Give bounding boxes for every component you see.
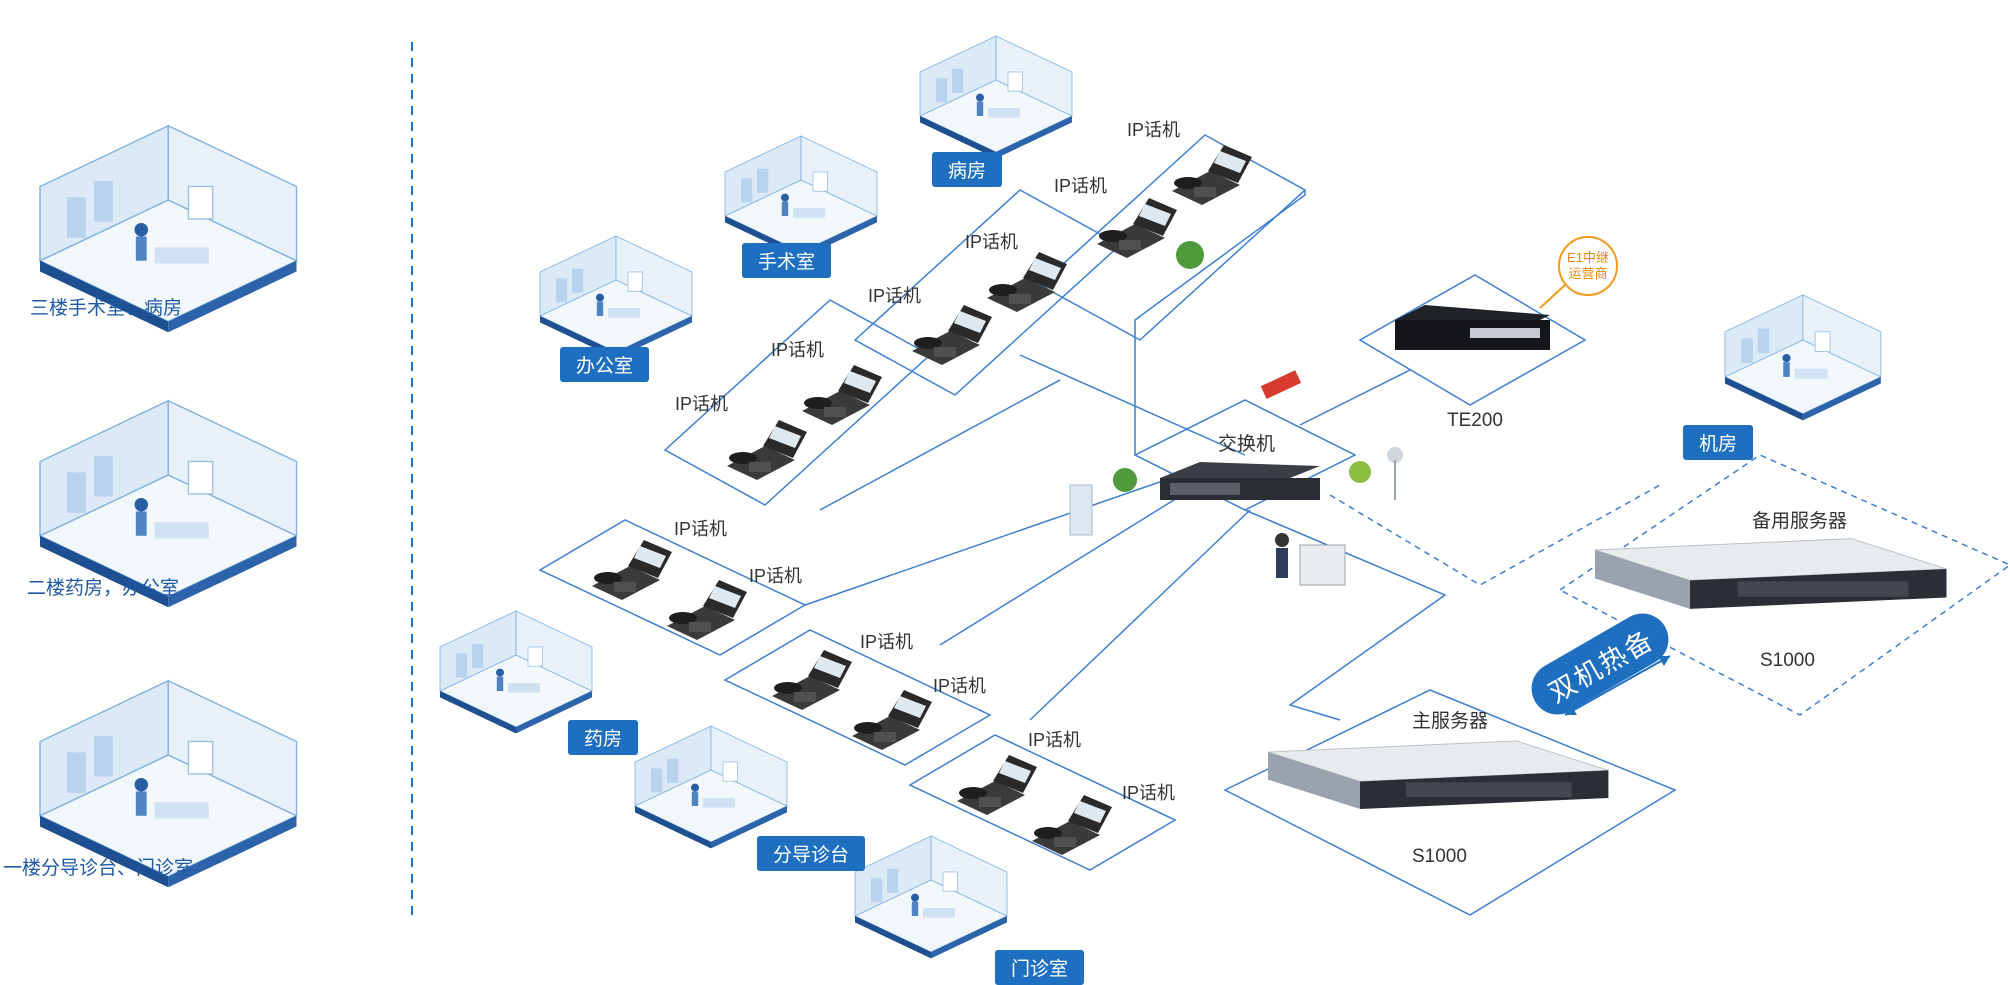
link-office: [819, 379, 1061, 511]
clinic-illustration: [854, 835, 1008, 959]
link-gateway: [1299, 369, 1411, 426]
phone-label: IP话机: [674, 519, 728, 539]
link-surgery: [1019, 354, 1246, 456]
ward-illustration: [919, 35, 1073, 159]
phone-label: IP话机: [1127, 120, 1181, 140]
room-tag-pharmacy: 药房: [568, 720, 639, 755]
link-ward: [1134, 190, 1306, 455]
phone-label: IP话机: [965, 232, 1019, 252]
switch-icon: [1160, 462, 1320, 500]
plant-icon: [1113, 468, 1137, 492]
phone-label: IP话机: [675, 394, 729, 414]
e1-trunk-label: E1中继: [1567, 250, 1609, 265]
room-tag-clinic: 门诊室: [995, 950, 1085, 985]
room-tag-ward: 病房: [932, 152, 1003, 187]
floor3-label: 三楼手术室、病房: [30, 298, 183, 319]
room-tag-triage: 分导诊台: [757, 836, 866, 871]
link-backup-server: [1329, 484, 1661, 586]
phone-icon: [592, 540, 672, 600]
backup-server-title: 备用服务器: [1752, 511, 1848, 532]
phone-icon: [1032, 795, 1112, 855]
e1-trunk-badge: E1中继 运营商: [1558, 236, 1618, 296]
water-dispenser-icon: [1069, 484, 1093, 536]
floor1-label: 一楼分导诊台、门诊室: [3, 858, 194, 879]
server-room-illustration: [1724, 294, 1882, 421]
person-icon: [1275, 533, 1289, 547]
carrier-label: 运营商: [1568, 266, 1608, 281]
main-server-title: 主服务器: [1412, 711, 1489, 732]
plant-icon: [1176, 241, 1204, 269]
phone-label: IP话机: [933, 676, 987, 696]
room-tag-surgery: 手术室: [742, 243, 832, 278]
gateway-icon: [1395, 284, 1566, 350]
pharmacy-illustration: [439, 610, 593, 734]
phone-icon: [727, 420, 807, 480]
floor2-label: 二楼药房，办公室: [27, 578, 180, 599]
phone-icon: [1097, 198, 1177, 258]
main-server-model: S1000: [1412, 846, 1467, 867]
link-clinic: [1029, 509, 1251, 721]
triage-illustration: [634, 725, 788, 849]
phone-group-ward: [1038, 134, 1307, 341]
phone-icon: [912, 305, 992, 365]
phone-group-clinic: [908, 734, 1177, 871]
phone-label: IP话机: [868, 286, 922, 306]
phone-label: IP话机: [771, 340, 825, 360]
printer-icon: [1299, 544, 1346, 586]
phone-label: IP话机: [1054, 176, 1108, 196]
gateway-zone: [1358, 274, 1587, 406]
backup-server-zone: [1558, 454, 2010, 716]
phone-icon: [852, 690, 932, 750]
backup-server-icon: [1594, 538, 1947, 610]
phone-icon: [802, 365, 882, 425]
tree-icon: [1349, 461, 1371, 483]
room-tag-server-room: 机房: [1683, 425, 1754, 460]
link-main-server: [1244, 509, 1447, 721]
phone-icon: [667, 580, 747, 640]
phone-group-triage: [723, 629, 992, 766]
phone-label: IP话机: [1028, 730, 1082, 750]
phone-icon: [987, 252, 1067, 312]
room-tag-office: 办公室: [560, 347, 650, 382]
phone-label: IP话机: [860, 632, 914, 652]
switch-label: 交换机: [1218, 434, 1276, 455]
backup-server-model: S1000: [1760, 650, 1815, 671]
link-triage: [939, 489, 1191, 646]
gateway-label: TE200: [1447, 410, 1503, 431]
phone-icon: [772, 650, 852, 710]
main-server-icon: [1267, 740, 1609, 810]
phone-label: IP话机: [1122, 783, 1176, 803]
hot-standby-arrow: [1564, 655, 1671, 716]
link-pharmacy: [804, 474, 1181, 606]
office-illustration: [539, 235, 693, 359]
surgery-illustration: [724, 135, 878, 259]
car-icon: [1260, 370, 1302, 399]
phone-label: IP话机: [749, 566, 803, 586]
lamp-icon: [1387, 447, 1403, 463]
phone-icon: [957, 755, 1037, 815]
main-server-zone: [1223, 689, 1677, 916]
